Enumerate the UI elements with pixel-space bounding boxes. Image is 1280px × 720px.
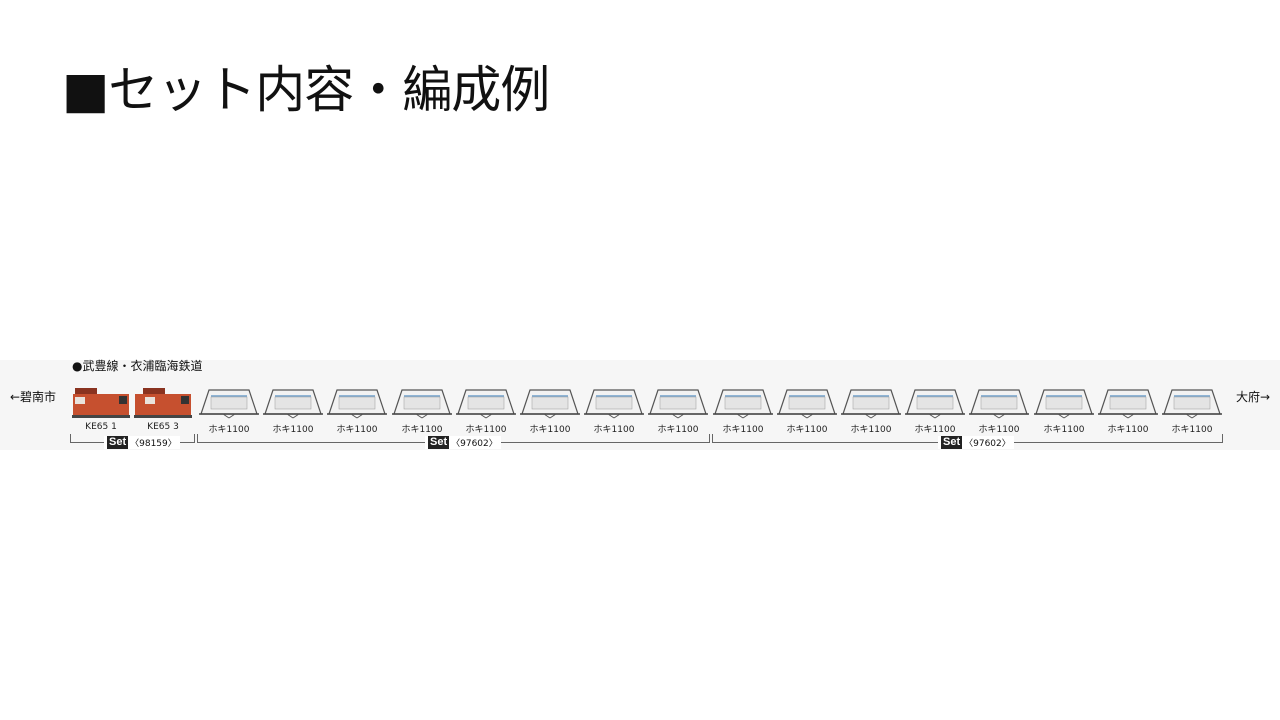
hopper-wagon [777, 389, 837, 419]
set-code: 〈98159〉 [130, 439, 177, 449]
hopper-wagon [648, 389, 708, 419]
hopper-wagon [1034, 389, 1094, 419]
hopper-wagon [584, 389, 644, 419]
hopper-wagon [1162, 389, 1222, 419]
wagon-label: ホキ1100 [1171, 425, 1213, 435]
wagon-label: ホキ1100 [529, 425, 571, 435]
wagon-label: ホキ1100 [401, 425, 443, 435]
wagon-label: ホキ1100 [1043, 425, 1085, 435]
set-code: 〈97602〉 [451, 439, 498, 449]
wagon-label: ホキ1100 [786, 425, 828, 435]
locomotive-label: KE65 1 [85, 422, 117, 432]
hopper-wagon [1098, 389, 1158, 419]
wagon-label: ホキ1100 [208, 425, 250, 435]
hopper-wagon [905, 389, 965, 419]
set-label: Set 〈97602〉 [938, 436, 1014, 449]
set-code: 〈97602〉 [964, 439, 1011, 449]
destination-left: ←碧南市 [10, 390, 57, 404]
wagon-label: ホキ1100 [722, 425, 764, 435]
wagon-label: ホキ1100 [657, 425, 699, 435]
wagon-label: ホキ1100 [336, 425, 378, 435]
locomotive-car [72, 388, 130, 418]
page-title: ■セット内容・編成例 [62, 61, 550, 119]
hopper-wagon [841, 389, 901, 419]
wagon-label: ホキ1100 [465, 425, 507, 435]
locomotive-label: KE65 3 [147, 422, 179, 432]
wagon-label: ホキ1100 [978, 425, 1020, 435]
hopper-wagon [392, 389, 452, 419]
wagon-label: ホキ1100 [593, 425, 635, 435]
set-label: Set 〈97602〉 [425, 436, 501, 449]
set-badge: Set [107, 436, 129, 449]
line-name: ●武豊線・衣浦臨海鉄道 [72, 359, 203, 373]
hopper-wagon [199, 389, 259, 419]
wagon-label: ホキ1100 [914, 425, 956, 435]
hopper-wagon [327, 389, 387, 419]
destination-right: 大府→ [1235, 390, 1270, 404]
formation-diagram: ●武豊線・衣浦臨海鉄道 ←碧南市 大府→ KE65 1 KE65 3 ホキ110… [0, 354, 1280, 458]
hopper-wagon [456, 389, 516, 419]
hopper-wagon [520, 389, 580, 419]
wagon-label: ホキ1100 [850, 425, 892, 435]
set-badge: Set [428, 436, 450, 449]
locomotive-car [134, 388, 192, 418]
hopper-wagon [969, 389, 1029, 419]
wagon-label: ホキ1100 [272, 425, 314, 435]
wagon-label: ホキ1100 [1107, 425, 1149, 435]
hopper-wagon [263, 389, 323, 419]
hopper-wagon [713, 389, 773, 419]
set-badge: Set [941, 436, 963, 449]
set-label: Set 〈98159〉 [104, 436, 180, 449]
